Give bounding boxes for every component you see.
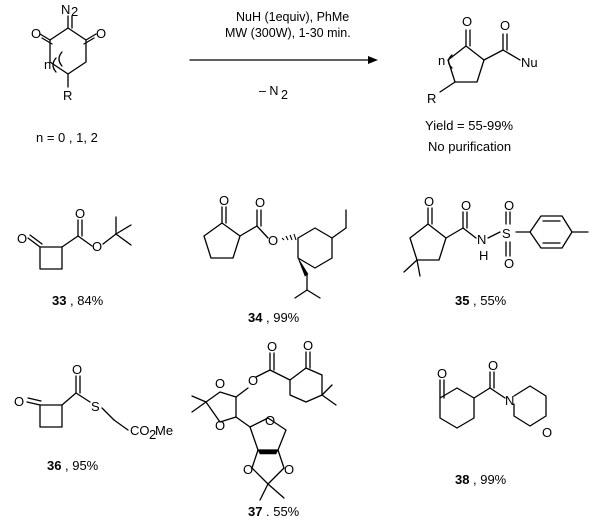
reactant-carbonyl-o-right: O <box>96 26 106 41</box>
cmpd37-o-dioxolane-top: O <box>215 376 225 391</box>
reactant-carbonyl-o-left: O <box>31 26 41 41</box>
cmpd34-o-carbonyl: O <box>255 195 265 210</box>
compound-33-number: 33 <box>52 293 66 308</box>
compound-35-structure: O O N H S O O <box>403 194 589 277</box>
cmpd37-o-acetonide-right: O <box>284 462 294 477</box>
cmpd37-o-carbonyl: O <box>267 339 277 354</box>
compound-36-number: 36 <box>47 458 61 473</box>
reactant-n-values: n = 0 , 1, 2 <box>36 130 98 145</box>
cmpd37-o-acetonide-left: O <box>243 462 253 477</box>
diazo-n-subscript: 2 <box>71 4 78 19</box>
product-nu-label: Nu <box>521 55 538 70</box>
reactant-r-group: R <box>63 88 72 103</box>
compound-36-structure: O O S CO 2 Me <box>14 362 173 442</box>
cmpd34-o-ketone: O <box>219 193 229 208</box>
product-n-index: n <box>438 53 445 68</box>
compound-36-yield: , 95% <box>65 458 99 473</box>
cmpd37-o-furanose: O <box>265 413 275 428</box>
compound-33-structure: O O O <box>17 206 132 270</box>
cmpd37-o-dioxolane-bottom: O <box>215 418 225 433</box>
cmpd35-o-sulfonyl-top: O <box>504 198 514 213</box>
compound-35-yield: , 55% <box>473 293 507 308</box>
cmpd36-o-carbonyl: O <box>72 362 82 377</box>
compound-38-yield: , 99% <box>473 472 507 487</box>
cmpd35-o-sulfonyl-bottom: O <box>504 256 514 271</box>
cmpd36-ester-co: CO <box>130 423 150 438</box>
cmpd36-o-ketone: O <box>14 394 24 409</box>
product-ketone-o: O <box>462 14 472 29</box>
product-no-purification: No purification <box>428 139 511 154</box>
conditions-line-2: MW (300W), 1-30 min. <box>225 26 351 40</box>
cmpd38-o-carbonyl: O <box>488 358 498 373</box>
compound-35-number: 35 <box>455 293 469 308</box>
compound-34-number: 34 <box>248 310 263 325</box>
arrow-head <box>368 56 378 64</box>
compound-38-number: 38 <box>455 472 469 487</box>
reactant-structure: N 2 O O n R n = 0 , 1, 2 <box>31 2 106 145</box>
compound-38-structure: O O N O <box>437 358 552 440</box>
cmpd35-n-amide: N <box>477 232 486 247</box>
byproduct-label: – N <box>259 84 278 98</box>
cmpd33-o-carbonyl: O <box>75 206 85 221</box>
cmpd34-o-ester: O <box>268 233 278 248</box>
cmpd35-h-amide: H <box>479 248 488 263</box>
cmpd33-o-ketone: O <box>17 231 27 246</box>
cmpd38-n-morpholine: N <box>505 393 514 408</box>
product-yield-range: Yield = 55-99% <box>425 118 513 133</box>
conditions-line-1: NuH (1equiv), PhMe <box>236 10 349 24</box>
cmpd38-o-morpholine: O <box>542 425 552 440</box>
cmpd36-s-thioester: S <box>91 399 100 414</box>
compound-33-yield: , 84% <box>70 293 104 308</box>
diazo-n-label: N <box>61 2 70 17</box>
cmpd37-o-ester: O <box>248 373 258 388</box>
cmpd35-o-ketone: O <box>424 194 434 209</box>
reaction-arrow-group: NuH (1equiv), PhMe MW (300W), 1-30 min. … <box>189 10 378 102</box>
cmpd35-s-sulfonyl: S <box>502 226 511 241</box>
product-amide-o: O <box>500 18 510 33</box>
cmpd33-o-ester: O <box>92 239 102 254</box>
compound-37-yield: . 55% <box>266 504 300 519</box>
compound-37-number: 37 <box>248 504 262 519</box>
cmpd36-ester-co-subscript: 2 <box>149 427 156 442</box>
product-r-group: R <box>427 91 436 106</box>
reactant-n-index: n <box>44 57 51 72</box>
compound-34-structure: O O O <box>203 193 347 299</box>
cmpd37-o-ketone: O <box>303 338 313 353</box>
product-structure: O O Nu n R Yield = 55-99% No purificatio… <box>425 14 538 154</box>
cmpd38-o-ketone: O <box>437 366 447 381</box>
byproduct-subscript: 2 <box>281 88 288 102</box>
cmpd36-ester-me: Me <box>155 423 173 438</box>
compound-37-structure: O O O O O O O O <box>191 338 337 501</box>
cmpd35-o-carbonyl: O <box>461 198 471 213</box>
compound-34-yield: , 99% <box>266 310 300 325</box>
